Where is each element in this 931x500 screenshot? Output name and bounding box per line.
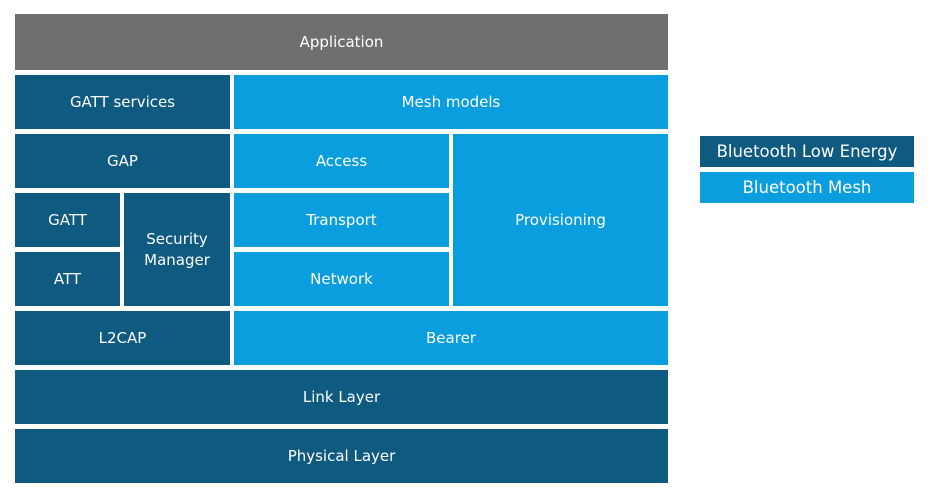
block-att: ATT [15,252,120,306]
block-gatt-services: GATT services [15,75,230,129]
legend: Bluetooth Low Energy Bluetooth Mesh [700,136,914,203]
block-link-layer: Link Layer [15,370,668,424]
block-mesh-models: Mesh models [234,75,668,129]
legend-item-bluetooth-low-energy: Bluetooth Low Energy [700,136,914,167]
block-access: Access [234,134,449,188]
block-application: Application [15,14,668,70]
block-provisioning: Provisioning [453,134,668,306]
block-transport: Transport [234,193,449,247]
legend-item-bluetooth-mesh: Bluetooth Mesh [700,172,914,203]
block-network: Network [234,252,449,306]
block-gap: GAP [15,134,230,188]
block-physical-layer: Physical Layer [15,429,668,483]
block-security-manager: Security Manager [124,193,230,306]
block-l2cap: L2CAP [15,311,230,365]
stack-grid: Application GATT services Mesh models GA… [15,14,668,483]
block-bearer: Bearer [234,311,668,365]
block-gatt: GATT [15,193,120,247]
